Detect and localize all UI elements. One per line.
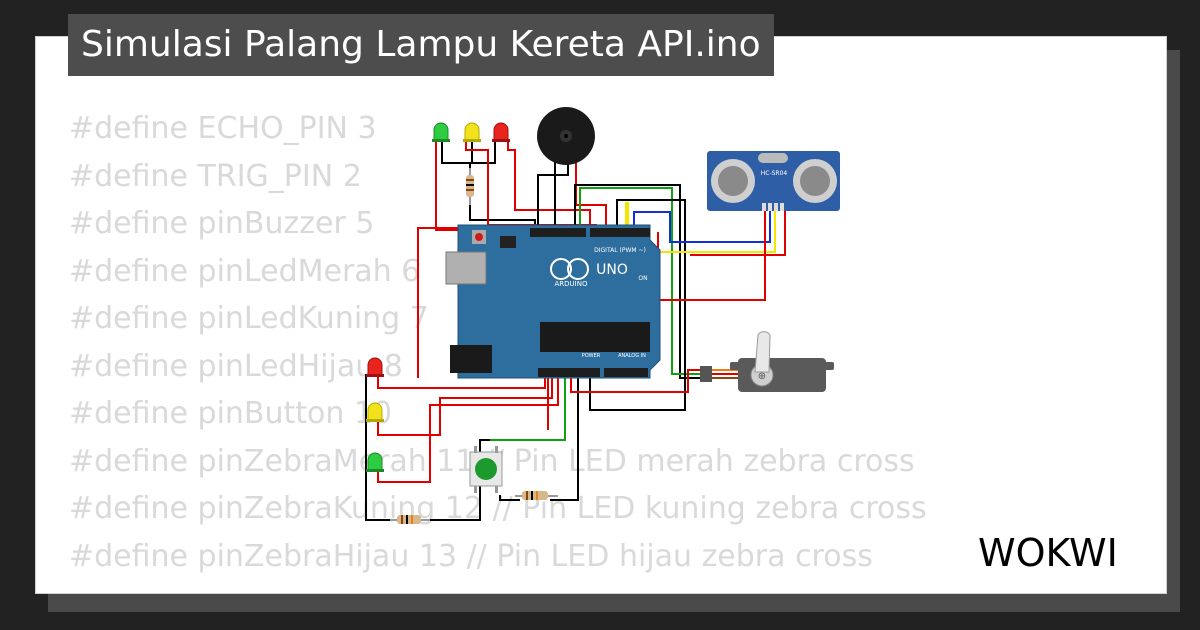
ultrasonic-sensor[interactable]: HC-SR04 xyxy=(707,151,840,211)
code-line: #define pinButton 10 xyxy=(69,396,393,431)
usb-port xyxy=(445,251,487,285)
led-yellow-side[interactable] xyxy=(366,402,384,422)
header-digital-right xyxy=(590,228,650,237)
led-red-top[interactable] xyxy=(492,122,510,142)
wire xyxy=(570,365,700,393)
wire xyxy=(470,140,496,164)
wire xyxy=(690,210,786,256)
code-line: #define pinLedMerah 6 xyxy=(69,253,421,289)
push-button[interactable] xyxy=(469,446,503,493)
header-analog xyxy=(604,368,648,377)
wire xyxy=(377,365,559,483)
resistor-top xyxy=(466,168,474,205)
servo-horn xyxy=(754,331,771,373)
board-model-label: UNO xyxy=(596,262,628,278)
code-line: #define TRIG_PIN 2 xyxy=(69,158,362,194)
wire xyxy=(550,365,579,501)
resistor-right xyxy=(515,491,558,500)
buzzer-icon[interactable] xyxy=(537,107,595,165)
wire xyxy=(499,495,520,501)
arduino-logo-icon xyxy=(550,258,572,280)
wire xyxy=(633,210,771,243)
wire xyxy=(537,160,569,232)
wire xyxy=(579,187,700,375)
wire xyxy=(507,140,591,232)
code-line: #define ECHO_PIN 3 xyxy=(69,111,377,146)
svg-text:⊕: ⊕ xyxy=(758,371,766,382)
wire xyxy=(377,365,553,436)
sensor-label: HC-SR04 xyxy=(761,170,788,177)
wire xyxy=(490,365,566,441)
code-line: #define pinZebraHijau 13 // Pin LED hija… xyxy=(69,538,873,574)
digital-label: DIGITAL (PWM ~) xyxy=(594,247,646,254)
led-yellow-top[interactable] xyxy=(463,122,481,142)
wokwi-logo: WOKWI xyxy=(978,531,1118,575)
logo-text: WOKWI xyxy=(978,531,1118,575)
on-label: ON xyxy=(638,275,647,282)
analog-label: ANALOG IN xyxy=(618,353,646,359)
resistor-left xyxy=(390,515,430,524)
power-jack xyxy=(450,345,492,373)
arduino-uno-board[interactable]: DIGITAL (PWM ~) UNO ARDUINO ON POWER ANA… xyxy=(445,224,661,379)
wire xyxy=(574,184,700,379)
wire xyxy=(575,160,607,232)
board-brand-label: ARDUINO xyxy=(555,280,588,288)
servo-motor[interactable]: ⊕ xyxy=(700,331,834,392)
header-digital-left xyxy=(530,228,586,237)
power-label: POWER xyxy=(582,353,601,359)
project-title: Simulasi Palang Lampu Kereta API.ino xyxy=(68,14,774,76)
led-green-top[interactable] xyxy=(432,122,450,142)
led-red-side[interactable] xyxy=(366,357,384,377)
code-line: #define pinBuzzer 5 xyxy=(69,206,375,241)
header-power xyxy=(538,368,600,377)
code-line: #define pinLedHijau 8 xyxy=(69,348,403,384)
code-line: #define pinZebraKuning 12 // Pin LED kun… xyxy=(69,491,927,526)
wire xyxy=(589,199,686,411)
atmega-chip xyxy=(540,322,650,352)
wire xyxy=(365,374,400,521)
code-line: #define pinLedKuning 7 xyxy=(69,301,429,336)
led-green-side[interactable] xyxy=(366,452,384,472)
reset-button[interactable] xyxy=(475,233,483,241)
